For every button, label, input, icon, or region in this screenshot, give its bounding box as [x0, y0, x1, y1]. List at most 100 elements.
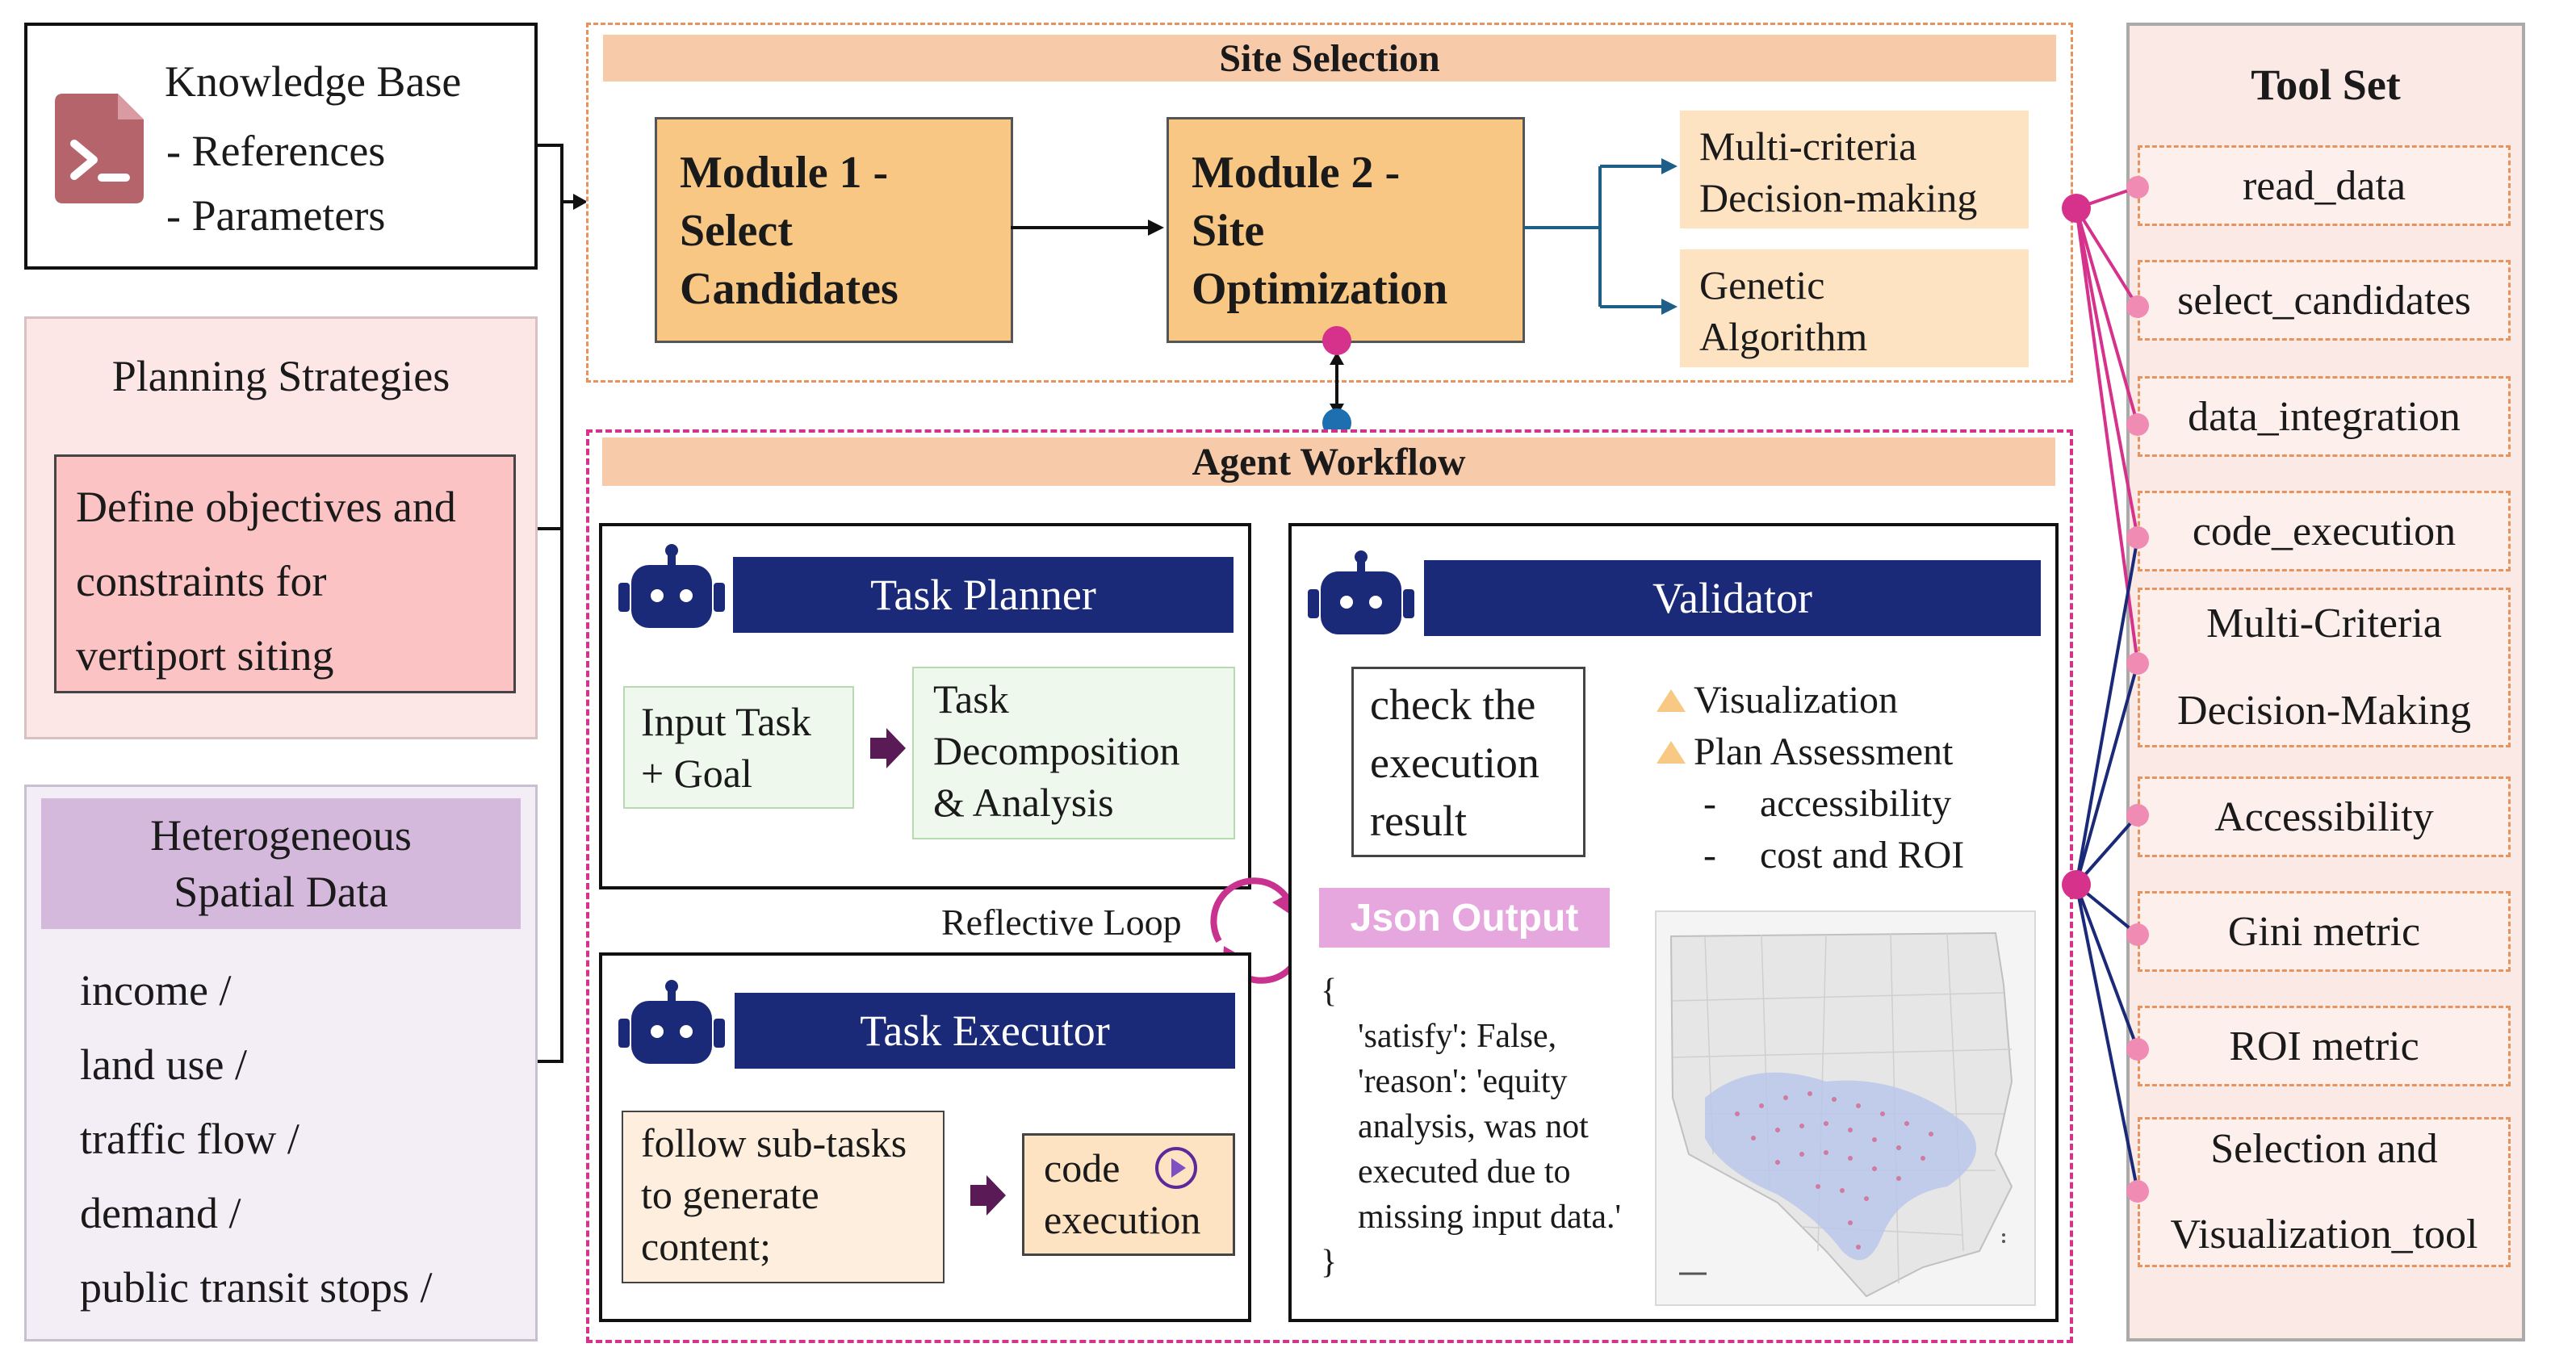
- planner-input-line: + Goal: [641, 751, 752, 796]
- task-executor-panel: Task Executor follow sub-tasks to genera…: [599, 952, 1251, 1322]
- executor-input-line: follow sub-tasks: [641, 1120, 907, 1166]
- criteria-dash: -: [1703, 782, 1716, 825]
- planner-output-line: & Analysis: [933, 780, 1114, 825]
- tool-roi-metric: ROI metric: [2138, 1006, 2511, 1086]
- validator-title: Validator: [1424, 560, 2041, 636]
- task-planner-title: Task Planner: [733, 557, 1234, 633]
- tool-accessibility: Accessibility: [2138, 776, 2511, 857]
- tool-read-data: read_data: [2138, 145, 2511, 226]
- spatial-data-title-line: Heterogeneous: [150, 811, 412, 860]
- planner-output-box: Task Decomposition & Analysis: [912, 667, 1235, 839]
- planning-objectives-box: Define objectives and constraints for ve…: [54, 454, 516, 693]
- triangle-icon: [1657, 689, 1686, 712]
- spatial-data-item: income /: [80, 966, 232, 1015]
- json-output-label: Json Output: [1319, 888, 1610, 948]
- criteria-text: Visualization: [1694, 679, 1899, 722]
- tool-selection-visualization: Selection and Visualization_tool: [2138, 1117, 2511, 1267]
- json-line: executed due to: [1358, 1153, 1571, 1191]
- site-selection-title: Site Selection: [603, 35, 2056, 82]
- spatial-data-list: income / land use / traffic flow / deman…: [80, 953, 432, 1325]
- criteria-text: cost and ROI: [1760, 834, 1965, 877]
- tool-label: read_data: [2242, 162, 2406, 209]
- agent-workflow-title: Agent Workflow: [602, 437, 2055, 486]
- tool-label: Visualization_tool: [2170, 1212, 2478, 1258]
- spatial-data-item: public transit stops /: [80, 1263, 433, 1312]
- planner-output-line: Decomposition: [933, 728, 1180, 773]
- method-box-mcdm: Multi-criteria Decision-making: [1680, 111, 2029, 228]
- planning-strategies-panel: Planning Strategies Define objectives an…: [24, 316, 538, 739]
- tool-select-candidates: select_candidates: [2138, 260, 2511, 341]
- site-selection-panel: Site Selection Module 1 - Select Candida…: [586, 23, 2073, 383]
- terminal-file-icon: [55, 94, 144, 203]
- arrow-right-icon: [970, 1175, 1006, 1216]
- tool-label: Decision-Making: [2177, 688, 2471, 734]
- criteria-subitem: - accessibility: [1657, 778, 1964, 830]
- tool-set-title: Tool Set: [2251, 61, 2401, 109]
- json-line: 'reason': 'equity: [1358, 1063, 1568, 1100]
- knowledge-base-item: - References: [166, 127, 386, 175]
- executor-output-line: execution: [1044, 1197, 1201, 1242]
- spatial-data-title-line: Spatial Data: [174, 868, 388, 916]
- json-output-text: { 'satisfy': False, 'reason': 'equity an…: [1321, 969, 1621, 1285]
- module-2-line: Optimization: [1192, 264, 1448, 314]
- json-line: missing input data.': [1358, 1199, 1622, 1236]
- method-line: Genetic: [1699, 262, 1825, 308]
- validator-panel: Validator check the execution result Vis…: [1288, 523, 2059, 1322]
- validator-check-box: check the execution result: [1351, 667, 1585, 857]
- robot-icon: [1308, 550, 1414, 639]
- task-planner-panel: Task Planner Input Task + Goal Task Deco…: [599, 523, 1251, 889]
- module-1-line: Candidates: [680, 264, 898, 314]
- triangle-icon: [1657, 741, 1686, 764]
- executor-input-line: content;: [641, 1224, 772, 1269]
- tool-label: select_candidates: [2177, 277, 2471, 324]
- validator-check-line: result: [1370, 797, 1467, 845]
- spatial-data-item: demand /: [80, 1189, 241, 1237]
- tool-label: Multi-Criteria: [2206, 601, 2442, 647]
- task-executor-title: Task Executor: [735, 993, 1235, 1069]
- spatial-data-item: traffic flow /: [80, 1115, 299, 1163]
- criteria-subitem: - cost and ROI: [1657, 830, 1964, 881]
- planner-output-line: Task: [933, 676, 1009, 722]
- criteria-item: Visualization: [1657, 675, 1964, 726]
- json-line: }: [1321, 1244, 1338, 1281]
- tool-label: Gini metric: [2227, 908, 2421, 955]
- module-2-line: Module 2 -: [1192, 148, 1401, 198]
- robot-icon: [618, 980, 725, 1069]
- tool-multi-criteria: Multi-Criteria Decision-Making: [2138, 588, 2511, 747]
- tool-gini-metric: Gini metric: [2138, 891, 2511, 972]
- module-2-line: Site: [1192, 206, 1265, 256]
- tool-label: ROI metric: [2229, 1023, 2419, 1069]
- module-1-line: Module 1 -: [680, 148, 889, 198]
- knowledge-base-panel: Knowledge Base - References - Parameters: [24, 23, 538, 270]
- method-line: Decision-making: [1699, 175, 1978, 220]
- robot-icon: [618, 544, 725, 633]
- play-circle-icon: [1154, 1145, 1199, 1191]
- planning-strategies-title: Planning Strategies: [111, 352, 450, 400]
- criteria-text: accessibility: [1760, 782, 1952, 825]
- planning-objectives-line: Define objectives and: [76, 483, 456, 531]
- executor-output-box: code execution: [1022, 1133, 1235, 1256]
- validator-check-line: execution: [1370, 739, 1539, 787]
- method-line: Algorithm: [1699, 314, 1868, 359]
- json-line: {: [1321, 973, 1338, 1010]
- module-1-box: Module 1 - Select Candidates: [655, 117, 1013, 343]
- tool-label: data_integration: [2188, 393, 2461, 440]
- planning-objectives-line: vertiport siting: [76, 631, 334, 680]
- method-box-genetic: Genetic Algorithm: [1680, 249, 2029, 367]
- arrow-right-icon: [870, 728, 906, 768]
- module-1-line: Select: [680, 206, 793, 256]
- spatial-data-title: Heterogeneous Spatial Data: [41, 798, 521, 929]
- json-line: 'satisfy': False,: [1358, 1018, 1557, 1055]
- executor-output-line: code: [1044, 1145, 1120, 1191]
- validator-criteria-list: Visualization Plan Assessment - accessib…: [1657, 675, 1964, 881]
- executor-input-line: to generate: [641, 1172, 819, 1217]
- map-thumbnail: [1655, 910, 2036, 1306]
- validator-check-line: check the: [1370, 680, 1536, 729]
- tool-label: Accessibility: [2214, 793, 2434, 840]
- tool-label: code_execution: [2192, 508, 2457, 555]
- tool-data-integration: data_integration: [2138, 376, 2511, 457]
- executor-input-box: follow sub-tasks to generate content;: [622, 1111, 945, 1283]
- tool-label: Selection and: [2210, 1126, 2438, 1172]
